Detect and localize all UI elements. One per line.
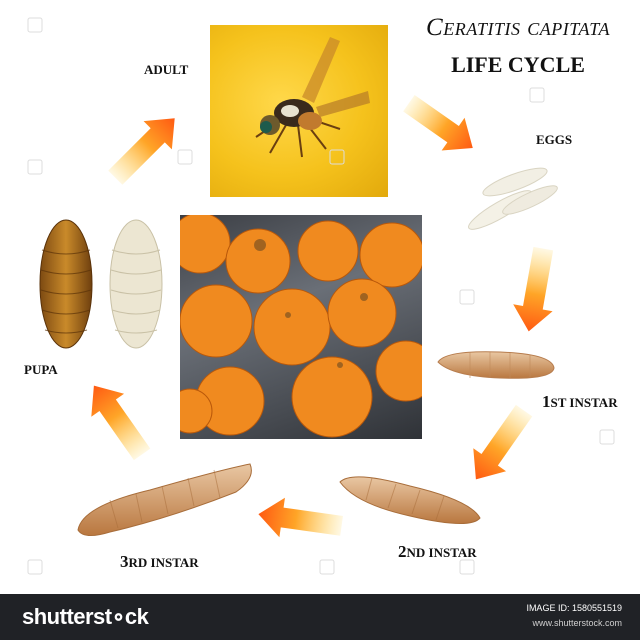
life-cycle-diagram: Ceratitis capitata LIFE CYCLE (24, 14, 618, 575)
orange-fruit (375, 340, 422, 402)
adult-fly-photo (210, 25, 388, 197)
orange-fruit (253, 288, 331, 366)
label-second-instar: 2ND INSTAR (398, 542, 477, 561)
infested-fruit-photo (180, 215, 422, 439)
footer-url[interactable]: www.shutterstock.com (532, 618, 622, 628)
label-eggs: EGGS (536, 132, 573, 147)
arrow-third-instar-to-pupa (91, 385, 151, 461)
arrow-second-to-third-instar (258, 497, 343, 538)
footer-bar: shutterst∘ck IMAGE ID: 1580551519 www.sh… (0, 594, 640, 640)
orange-fruit (291, 356, 373, 438)
shutterstock-logo[interactable]: shutterst∘ck (22, 604, 149, 629)
orange-fruit (327, 278, 397, 348)
label-third-instar: 3RD INSTAR (120, 552, 199, 571)
orange-fruit (180, 388, 213, 434)
image-id: IMAGE ID: 1580551519 (526, 603, 622, 613)
label-first-instar: 1ST INSTAR (542, 392, 618, 411)
orange-fruit (180, 284, 253, 358)
eggs-illustration (468, 167, 558, 230)
first-instar-larva (437, 351, 555, 379)
arrow-adult-to-eggs (403, 95, 473, 151)
third-instar-larva (77, 463, 252, 536)
arrow-eggs-to-first-instar (513, 246, 554, 332)
orange-fruit (297, 220, 359, 282)
arrow-pupa-to-adult (108, 118, 175, 185)
orange-fruit (359, 222, 422, 288)
pupa-brown (39, 219, 93, 349)
species-title: Ceratitis capitata (426, 14, 610, 41)
orange-fruit (180, 215, 231, 274)
arrow-first-to-second-instar (473, 404, 533, 480)
pupa-white (109, 219, 163, 349)
label-pupa: PUPA (24, 362, 58, 377)
life-cycle-title: LIFE CYCLE (451, 52, 585, 77)
orange-fruit (225, 228, 291, 294)
label-adult: ADULT (144, 62, 189, 77)
medfly-icon (255, 37, 370, 158)
second-instar-larva (339, 476, 481, 525)
